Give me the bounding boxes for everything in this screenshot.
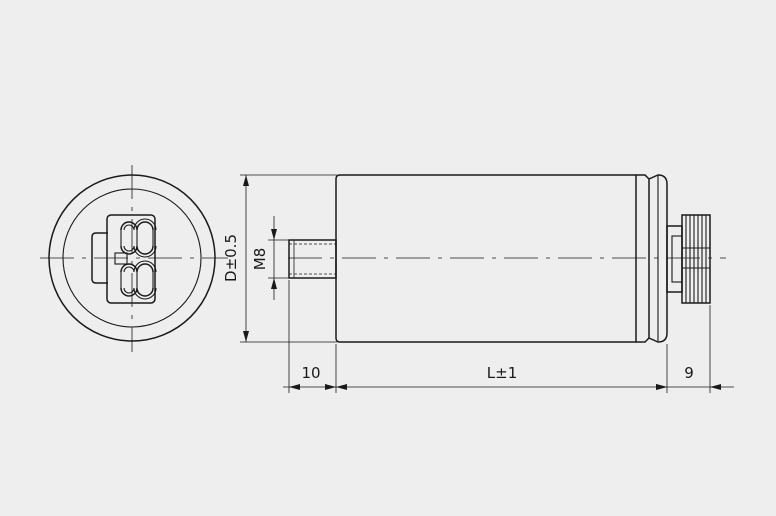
stud-length-label: 10: [301, 364, 320, 382]
connector-housing: [106, 214, 156, 304]
connector-key: [114, 252, 128, 265]
diameter-label: D±0.5: [222, 234, 240, 282]
terminal-block: [666, 214, 711, 304]
thread-label: M8: [251, 248, 269, 271]
length-dimensions: 10 L±1 9: [283, 280, 734, 393]
diameter-dimension: D±0.5: [222, 174, 337, 343]
lower-terminal-pair: [120, 260, 157, 300]
upper-terminal-pair: [120, 218, 157, 258]
end-view: [40, 165, 228, 352]
terminal-length-label: 9: [684, 364, 694, 382]
thread-dimension: M8: [251, 216, 289, 300]
threaded-stud: [288, 239, 337, 279]
body-length-label: L±1: [487, 364, 517, 382]
terminal-connector: [91, 214, 157, 304]
side-view: [288, 174, 726, 343]
connector-latch: [91, 232, 108, 284]
capacitor-rim: [636, 174, 650, 343]
capacitor-body: [335, 174, 637, 343]
